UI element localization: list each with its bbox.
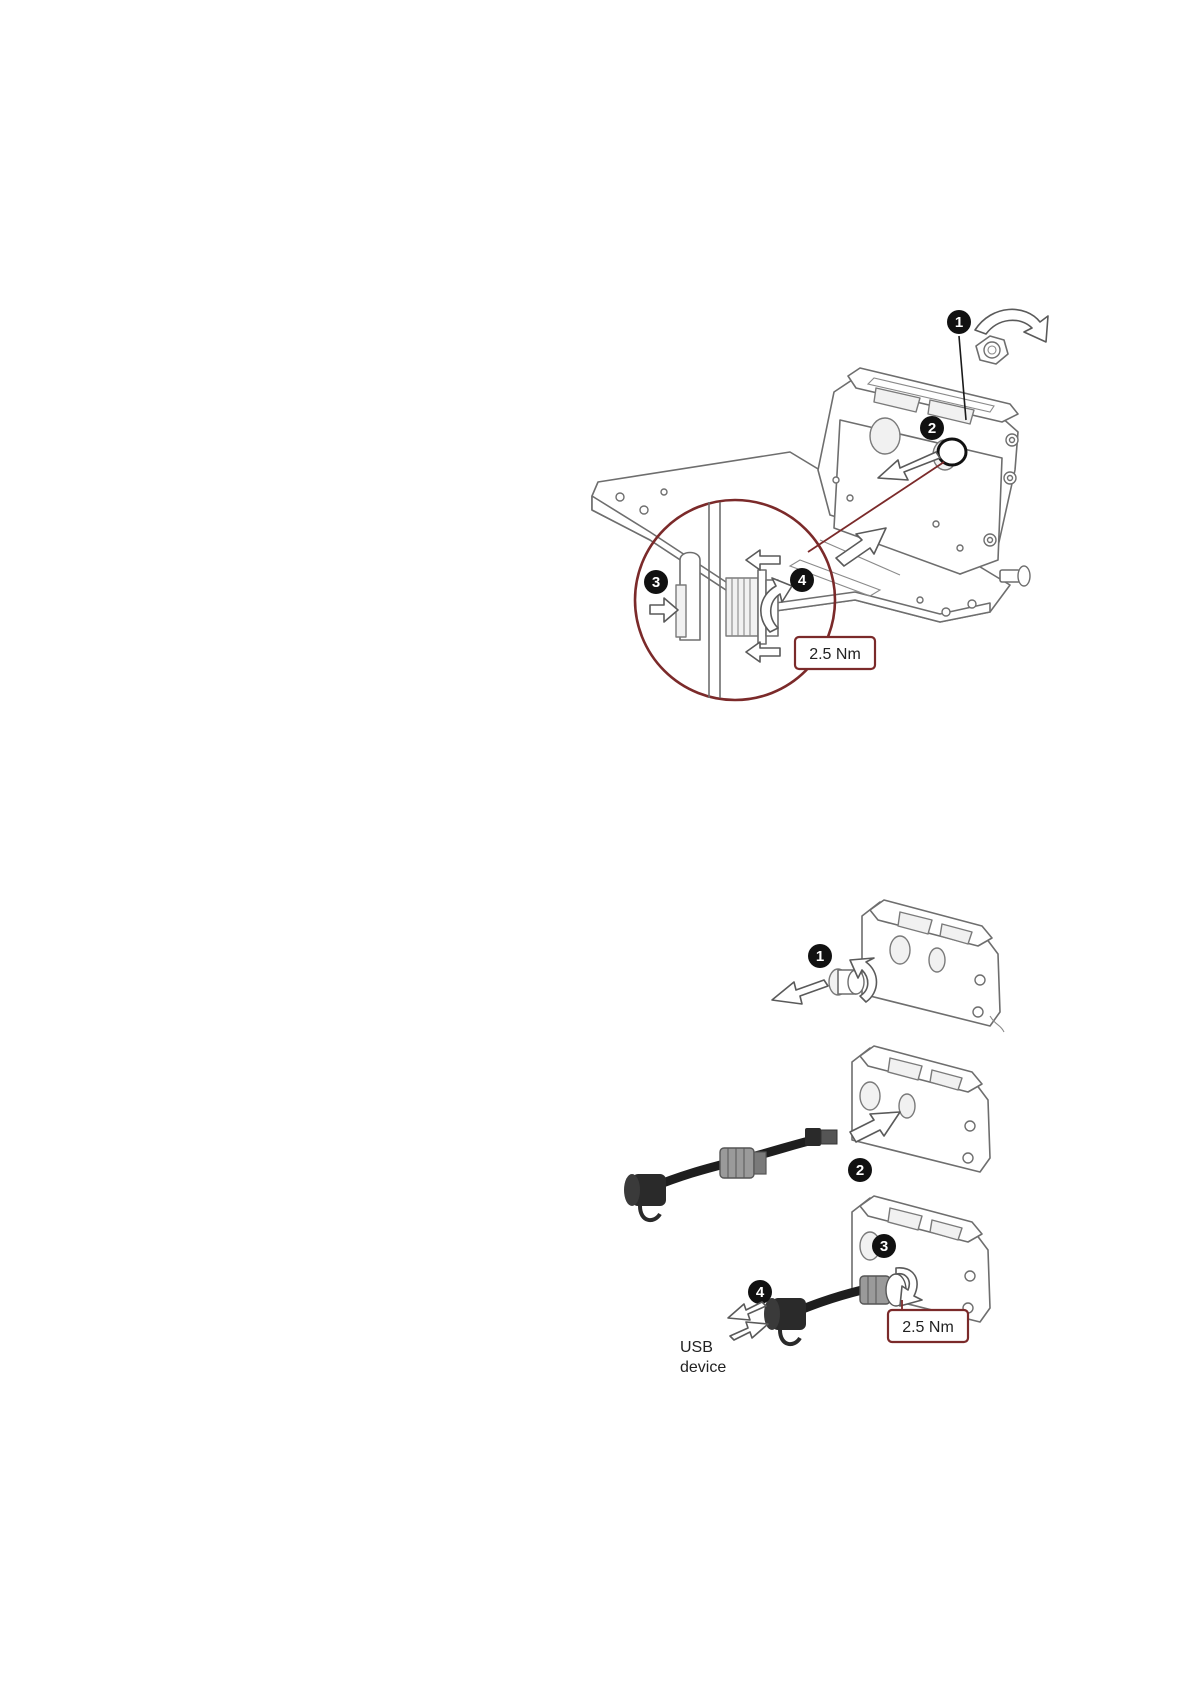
callout-4-label: 4 bbox=[756, 1284, 765, 1301]
usb-device-label-line2: device bbox=[680, 1359, 726, 1376]
usb-device-label-line1: USB bbox=[680, 1339, 713, 1356]
arrow-icon bbox=[730, 1322, 768, 1340]
callout-3-badge: 3 bbox=[644, 570, 668, 594]
housing-step-2 bbox=[852, 1046, 990, 1172]
callout-2-label: 2 bbox=[856, 1162, 864, 1179]
torque-label-box: 2.5 Nm bbox=[795, 637, 875, 669]
housing-step-1 bbox=[862, 900, 1004, 1032]
callout-2-badge: 2 bbox=[920, 416, 944, 440]
callout-4-badge: 4 bbox=[748, 1280, 772, 1304]
usb-device-label: USB device bbox=[680, 1339, 726, 1376]
torque-label: 2.5 Nm bbox=[809, 646, 861, 663]
cable-gland-opening bbox=[938, 439, 966, 465]
arrow-icon bbox=[772, 980, 828, 1004]
figure-bracket-assembly: 1 2 3 4 2.5 Nm bbox=[592, 309, 1048, 700]
usb-cable-icon bbox=[624, 1128, 837, 1220]
rotate-arrow-icon bbox=[975, 309, 1048, 342]
callout-1-label: 1 bbox=[955, 314, 963, 331]
nut-icon bbox=[976, 336, 1008, 364]
callout-3-label: 3 bbox=[652, 574, 660, 591]
torque-label-box: 2.5 Nm bbox=[888, 1310, 968, 1342]
usb-cable-icon bbox=[764, 1274, 906, 1344]
callout-3-label: 3 bbox=[880, 1238, 888, 1255]
callout-1-label: 1 bbox=[816, 948, 824, 965]
callout-4-badge: 4 bbox=[790, 568, 814, 592]
torque-label: 2.5 Nm bbox=[902, 1319, 954, 1336]
callout-4-label: 4 bbox=[798, 572, 807, 589]
callout-1-badge: 1 bbox=[808, 944, 832, 968]
callout-3-badge: 3 bbox=[872, 1234, 896, 1258]
callout-2-label: 2 bbox=[928, 420, 936, 437]
arrow-icon bbox=[728, 1302, 766, 1320]
callout-2-badge: 2 bbox=[848, 1158, 872, 1182]
callout-1-badge: 1 bbox=[947, 310, 971, 334]
figure-usb-sequence: 1 bbox=[624, 900, 1004, 1376]
